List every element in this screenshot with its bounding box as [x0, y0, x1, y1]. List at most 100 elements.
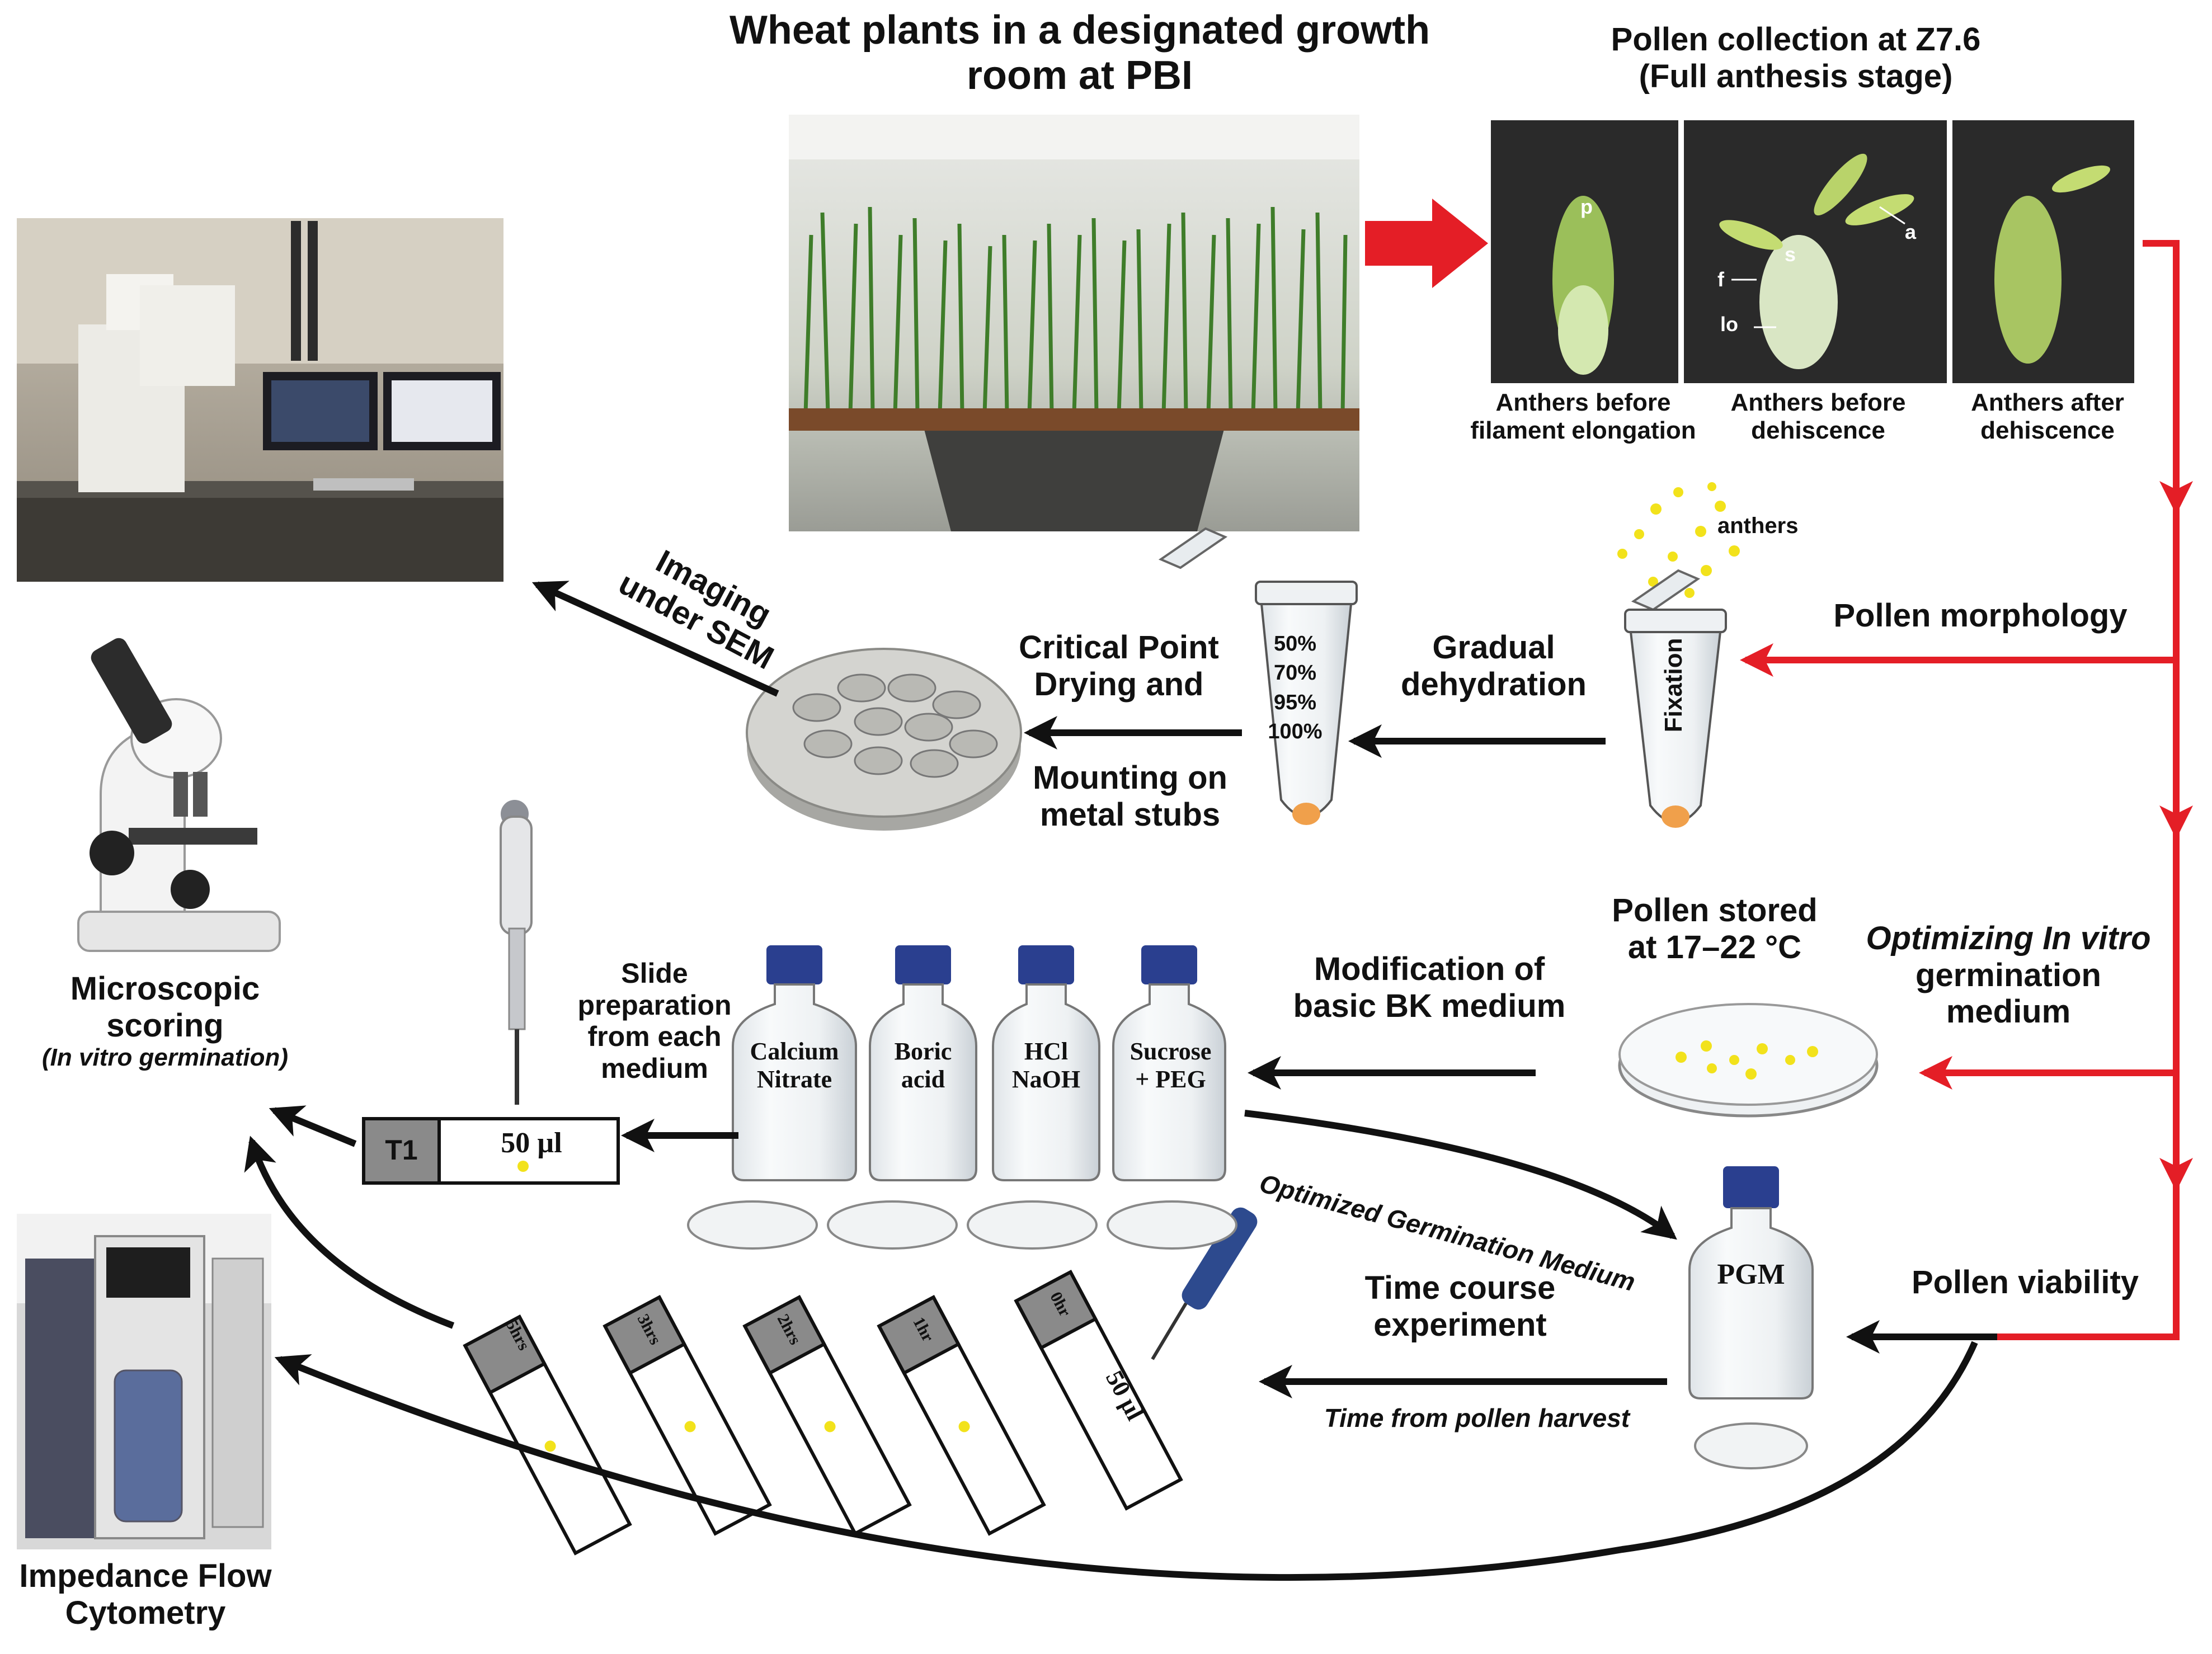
in-vitro-germination: (In vitro germination) [42, 1044, 288, 1072]
anther-label-a: a [1905, 220, 1917, 243]
bottle-label-2: Boric acid [873, 1038, 973, 1093]
sem-stub-holder [746, 648, 1022, 831]
bottle-2-line2: acid [901, 1065, 945, 1093]
bottle-label-3: HCl NaOH [996, 1038, 1096, 1093]
mounting-line2: metal stubs [1039, 796, 1221, 833]
anther-caption-1-line2: filament elongation [1470, 416, 1696, 444]
time-slides [463, 1270, 1183, 1556]
anther-caption-3-line1: Anthers after [1971, 389, 2124, 416]
slide-preparation-line2: preparation [577, 989, 732, 1021]
ethanol-70: 70% [1273, 661, 1317, 685]
time-from-harvest-label: Time from pollen harvest [1324, 1403, 1630, 1432]
slide-preparation-line1: Slide [621, 958, 688, 989]
gradual-dehydration-line2: dehydration [1401, 666, 1587, 703]
anther-label-lo: lo [1720, 313, 1738, 336]
bottle-label-1: Calcium Nitrate [738, 1038, 850, 1093]
time-course-label: Time course experiment [1315, 1270, 1606, 1343]
ethanol-95: 95% [1273, 690, 1317, 714]
anther-caption-2: Anthers before dehiscence [1701, 389, 1936, 444]
slide-preparation-label: Slide preparation from each medium [576, 958, 733, 1084]
pollen-collection-title-line1: Pollen collection at Z7.6 [1611, 21, 1981, 58]
pollen-grains [1617, 482, 1740, 598]
time-course-line2: experiment [1373, 1306, 1547, 1343]
modification-line2: basic BK medium [1293, 987, 1566, 1024]
slide-t1-tag: T1 [385, 1134, 418, 1166]
ethanol-50: 50% [1273, 632, 1317, 656]
impedance-line1: Impedance Flow [19, 1558, 272, 1594]
impedance-line2: Cytometry [65, 1594, 226, 1631]
growth-room-title-line2: room at PBI [966, 53, 1193, 98]
anther-caption-2-line1: Anthers before [1730, 389, 1906, 416]
petri-dishes-row [687, 1200, 1237, 1250]
bottle-label-4: Sucrose + PEG [1116, 1038, 1225, 1093]
slide-t1-volume: 50 µl [501, 1127, 562, 1159]
flow-cytometer-photo [17, 1214, 271, 1549]
anther-photo-3 [1952, 120, 2134, 383]
slide-t1 [362, 1117, 620, 1185]
pipette-lower [1151, 1207, 1258, 1360]
mounting-label: Mounting on metal stubs [1007, 760, 1253, 833]
pgm-label: PGM [1717, 1259, 1785, 1290]
modification-label: Modification of basic BK medium [1270, 951, 1589, 1024]
black-flow-arrows [244, 581, 1997, 1581]
ethanol-tube [1158, 527, 1358, 825]
bottle-3-line2: NaOH [1011, 1065, 1081, 1093]
pollen-collection-title: Pollen collection at Z7.6 (Full anthesis… [1488, 21, 2103, 95]
pollen-stored-line2: at 17–22 °C [1627, 929, 1802, 965]
ethanol-100: 100% [1268, 720, 1323, 744]
bottle-1-line2: Nitrate [756, 1065, 832, 1093]
pipette-upper [500, 800, 533, 1105]
media-bottles [732, 945, 1226, 1181]
anther-caption-3: Anthers after dehiscence [1947, 389, 2148, 444]
bottle-4-line2: + PEG [1135, 1065, 1206, 1093]
modification-line1: Modification of [1314, 951, 1545, 987]
bottle-3-line1: HCl [1024, 1038, 1069, 1065]
pollen-stored-line1: Pollen stored [1612, 892, 1818, 929]
red-flow-lines [1740, 240, 2193, 1340]
optimizing-line3: medium [1946, 993, 2071, 1030]
gradual-dehydration-label: Gradual dehydration [1382, 629, 1606, 703]
mounting-line1: Mounting on [1033, 760, 1227, 796]
pollen-morphology-label: Pollen morphology [1833, 597, 2128, 634]
sem-lab-photo [17, 218, 503, 582]
anther-label-f: f [1717, 268, 1724, 291]
anther-caption-1-line1: Anthers before [1495, 389, 1671, 416]
anther-caption-3-line2: dehiscence [1980, 416, 2115, 444]
gradual-dehydration-line1: Gradual [1432, 629, 1555, 666]
fixation-tube [1624, 569, 1727, 828]
anther-photo-2 [1684, 120, 1947, 383]
bottle-2-line1: Boric [894, 1038, 952, 1065]
time-course-line1: Time course [1364, 1270, 1556, 1306]
red-big-arrow [1365, 199, 1488, 288]
pgm-bottle [1688, 1166, 1814, 1469]
optimizing-line2: germination [1916, 956, 2101, 993]
bottle-4-line1: Sucrose [1129, 1038, 1212, 1065]
slide-preparation-line4: medium [601, 1052, 708, 1084]
critical-point-label: Critical Point Drying and [996, 629, 1242, 703]
stored-pollen-dish [1618, 1003, 1879, 1118]
growth-room-title: Wheat plants in a designated growth room… [694, 8, 1466, 99]
anthers-label: anthers [1717, 513, 1799, 538]
anther-caption-2-line2: dehiscence [1751, 416, 1885, 444]
anther-label-p: p [1580, 195, 1593, 218]
growth-room-title-line1: Wheat plants in a designated growth [729, 8, 1430, 53]
impedance-label: Impedance Flow Cytometry [6, 1558, 285, 1631]
critical-point-line1: Critical Point [1019, 629, 1219, 666]
pollen-stored-label: Pollen stored at 17–22 °C [1594, 892, 1835, 965]
optimizing-label: Optimizing In vitro germination medium [1846, 920, 2171, 1030]
anther-caption-1: Anthers before filament elongation [1449, 389, 1717, 444]
microscopic-scoring-line1: Microscopic [70, 970, 260, 1007]
fixation-label: Fixation [1660, 638, 1688, 733]
microscopic-scoring-label: Microscopic scoring (In vitro germinatio… [22, 970, 308, 1072]
slide-preparation-line3: from each [587, 1021, 722, 1052]
microscopic-scoring-line2: scoring [106, 1007, 224, 1044]
anther-label-s: s [1785, 243, 1796, 266]
light-microscope [77, 638, 281, 952]
critical-point-line2: Drying and [1034, 666, 1204, 703]
bottle-1-line1: Calcium [750, 1038, 839, 1065]
ethanol-series: 50% 70% 95% 100% [1259, 629, 1331, 747]
anther-photo-1 [1491, 120, 1678, 383]
growth-room-photo [789, 115, 1359, 531]
pollen-collection-title-line2: (Full anthesis stage) [1639, 58, 1953, 95]
